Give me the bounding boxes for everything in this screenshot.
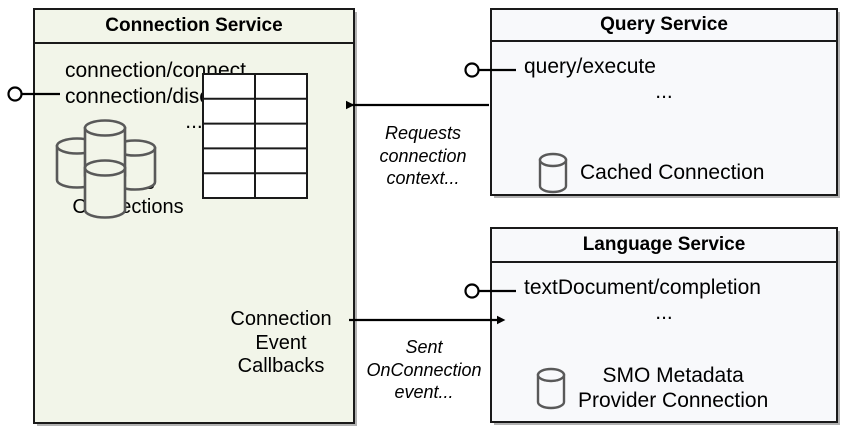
sent-line3: event... [394,382,454,402]
query-service-api-ellipsis: ... [655,80,673,103]
active-connections-cylinder-cluster [55,119,157,219]
sent-onconnection-event-label: Sent OnConnection event... [356,336,492,404]
api-textdocument-completion[interactable]: textDocument/completion [524,276,761,299]
smo-metadata-label: SMO Metadata Provider Connection [578,363,768,413]
connection-event-callbacks-label: Connection Event Callbacks [203,308,359,379]
language-service-api-ellipsis: ... [655,301,673,324]
db-cylinder-icon [536,367,566,410]
requests-line3: context... [386,168,460,188]
callbacks-line3: Callbacks [237,355,325,378]
requests-line2: connection [379,145,467,166]
smo-metadata-line2: Provider Connection [578,389,769,413]
callbacks-line2: Event [255,331,307,354]
callbacks-line1: Connection [230,308,332,330]
requests-connection-context-label: Requests connection context... [358,122,488,190]
query-service-body: query/execute ... Cached Connection [492,42,836,194]
connection-event-callbacks-table [202,73,308,199]
api-query-execute[interactable]: query/execute [524,55,656,78]
language-service-title: Language Service [492,229,836,263]
cached-connection-label: Cached Connection [580,161,765,185]
component-query-service[interactable]: Query Service query/execute ... Cached C… [490,8,838,196]
api-connection-connect[interactable]: connection/connect [65,59,246,82]
requests-line1: Requests [384,123,462,143]
component-language-service[interactable]: Language Service textDocument/completion… [490,227,838,423]
cached-connection-artifact: Cached Connection [536,150,764,196]
connection-service-body: connection/connect connection/disconnect… [35,44,353,422]
component-connection-service[interactable]: Connection Service connection/connect co… [33,8,355,424]
smo-metadata-line1: SMO Metadata [602,364,744,387]
connection-service-api-ellipsis: ... [185,110,203,133]
smo-metadata-provider-artifact: SMO Metadata Provider Connection [534,363,768,413]
connection-service-title: Connection Service [35,10,353,44]
query-service-title: Query Service [492,10,836,42]
language-service-body: textDocument/completion ... SMO Metadata… [492,263,836,421]
sent-line1: Sent [405,337,443,357]
sent-line2: OnConnection [366,359,482,380]
db-cylinder-icon [538,152,568,194]
connection-service-graphics [55,73,308,219]
db-cylinder-front [83,159,127,219]
